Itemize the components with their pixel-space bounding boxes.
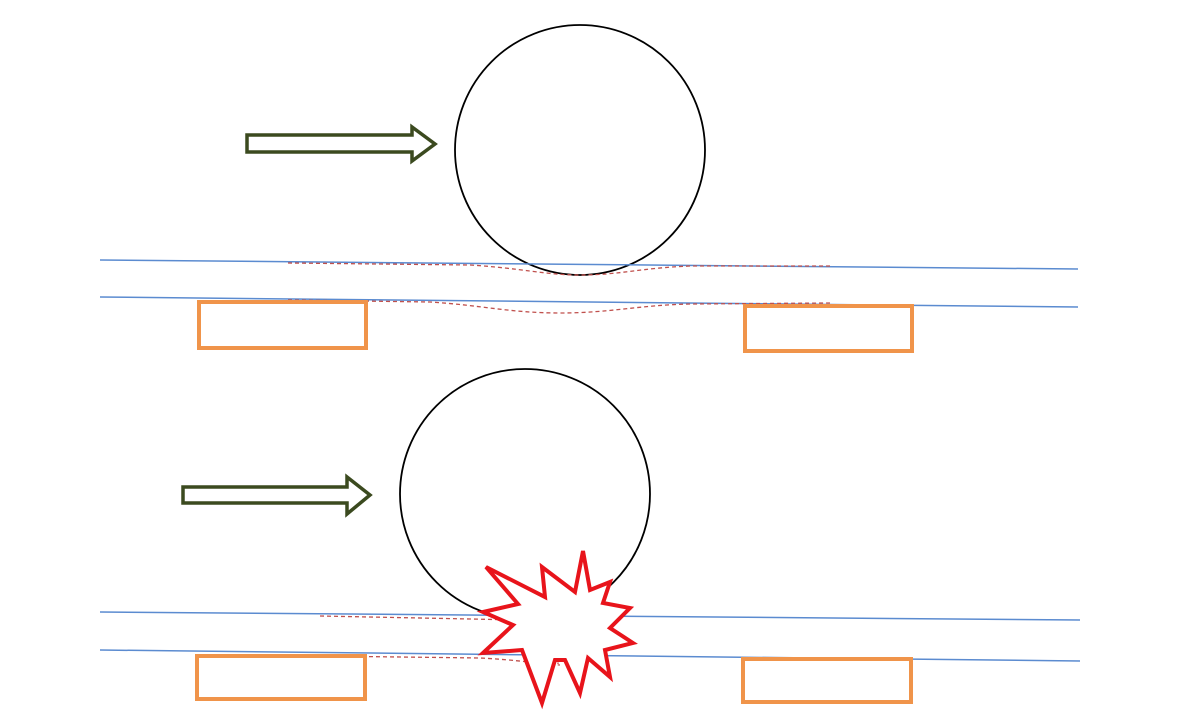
beam-top-edge (99, 259, 1079, 270)
support-left (197, 300, 368, 350)
support-right (741, 657, 913, 704)
motion-arrow-icon (181, 473, 373, 518)
ball (399, 368, 651, 620)
panel-deflection (99, 24, 1079, 353)
impact-burst-icon (476, 550, 638, 710)
support-right (743, 304, 914, 353)
deflected-beam-bottom (287, 299, 831, 314)
deflected-beam-top (287, 262, 830, 276)
motion-arrow-icon (245, 123, 438, 165)
panel-impact-fracture (99, 368, 1081, 710)
beam-bottom-edge (99, 296, 1079, 308)
ball (454, 24, 706, 276)
support-left (195, 654, 367, 701)
